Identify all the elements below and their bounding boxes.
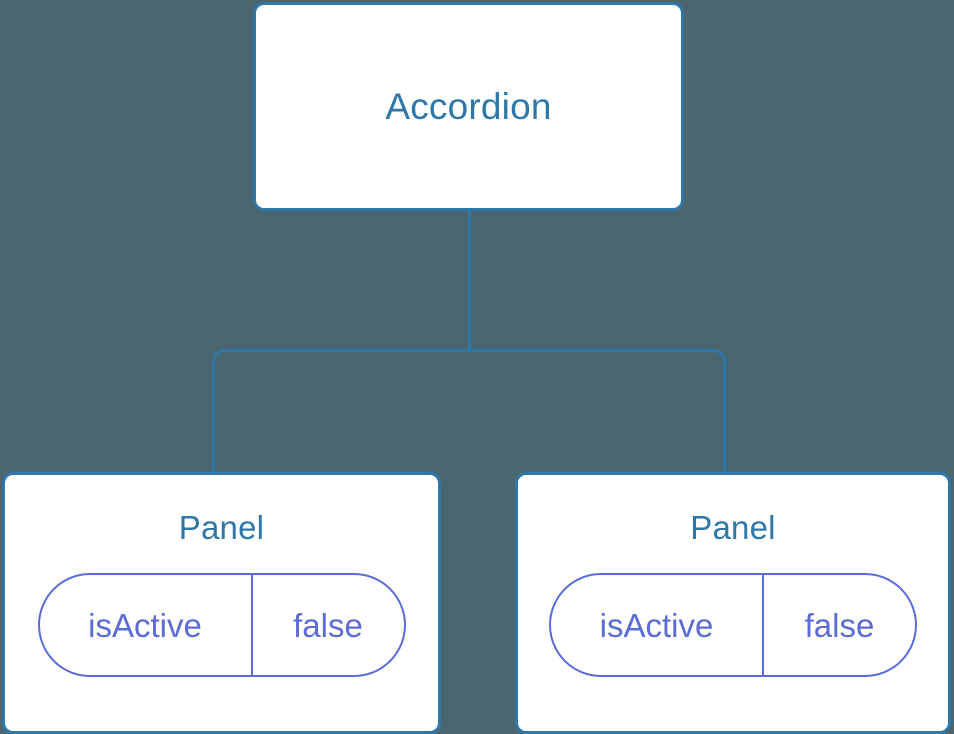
state-value-panel-1: false <box>293 606 363 644</box>
node-panel-2[interactable]: Panel isActive false <box>515 472 951 734</box>
node-panel-1[interactable]: Panel isActive false <box>2 472 441 734</box>
connector-branch-right <box>469 349 726 474</box>
state-key-panel-2: isActive <box>551 575 764 675</box>
node-panel-2-title: Panel <box>690 509 776 546</box>
node-accordion-title: Accordion <box>385 86 552 127</box>
state-pill-panel-2[interactable]: isActive false <box>549 573 917 677</box>
state-key-panel-1: isActive <box>40 575 253 675</box>
node-panel-1-title: Panel <box>178 509 265 546</box>
state-value-panel-2: false <box>804 606 875 644</box>
node-accordion[interactable]: Accordion <box>253 2 684 211</box>
state-pill-panel-1[interactable]: isActive false <box>37 573 406 677</box>
connector-branch-left <box>212 349 470 474</box>
